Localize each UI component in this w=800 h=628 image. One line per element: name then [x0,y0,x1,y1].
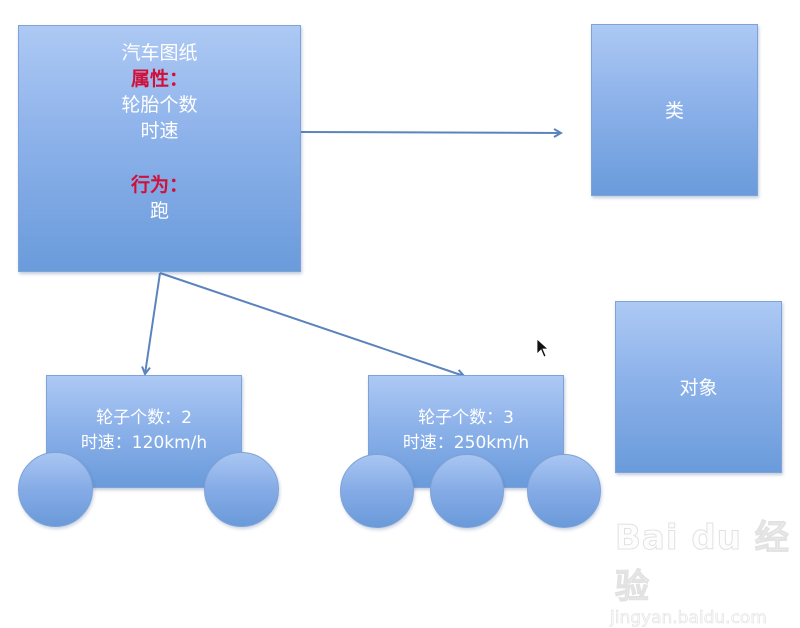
wheel [340,454,414,528]
class-box: 类 [591,24,758,196]
wheel-count-text: 轮子个数：3 [418,408,514,428]
blueprint-title: 汽车图纸 [121,42,198,64]
attribute-item: 轮胎个数 [121,94,198,116]
class-label: 类 [664,100,684,122]
watermark-url: jingyan.baidu.com [610,608,767,628]
arrow-blueprint-to-class [300,132,561,133]
blueprint-box: 汽车图纸 属性： 轮胎个数 时速 行为： 跑 [18,25,301,272]
attribute-item: 时速 [140,120,179,142]
behavior-item: 跑 [149,200,169,222]
arrows-layer [0,0,800,600]
watermark-logo: Bai du 经验 [615,518,790,608]
wheel [204,452,279,527]
mouse-cursor-icon [536,338,550,358]
arrow-blueprint-to-car2 [159,272,464,376]
wheel-count-text: 轮子个数：2 [96,408,192,428]
wheel [430,454,504,528]
wheel [18,452,93,527]
attributes-label: 属性： [130,68,188,90]
wheel [527,454,601,528]
object-label: 对象 [679,377,718,399]
arrow-blueprint-to-car1 [145,272,161,374]
speed-text: 时速：120km/h [80,433,208,453]
speed-text: 时速：250km/h [402,433,530,453]
behavior-label: 行为： [130,174,188,196]
watermark: Bai du 经验 jingyan.baidu.com [610,510,800,628]
object-box: 对象 [615,301,782,473]
